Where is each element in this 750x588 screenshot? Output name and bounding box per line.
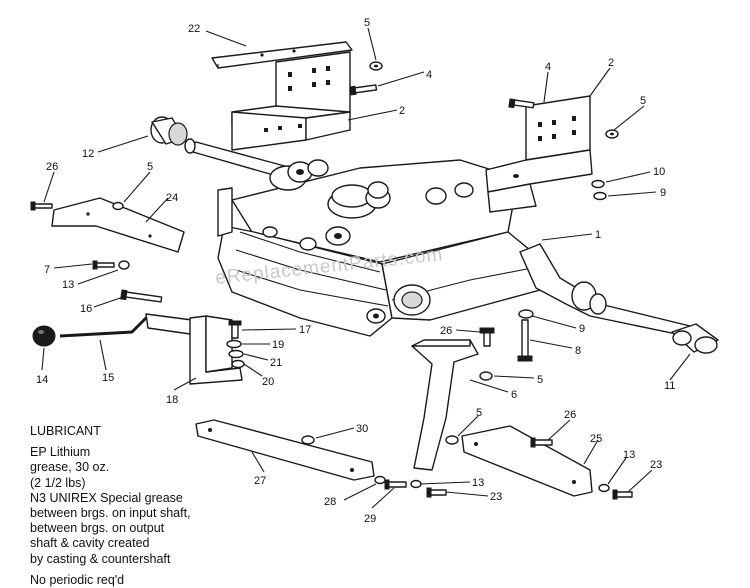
part-12-input-shaft xyxy=(150,116,293,179)
notes-line: No periodic req'd xyxy=(30,572,125,587)
callout-5: 5 xyxy=(537,374,543,386)
callout-23: 23 xyxy=(650,459,662,471)
part-6-bracket xyxy=(411,339,479,471)
callout-14: 14 xyxy=(36,374,48,386)
leader-lines xyxy=(41,27,691,509)
part-24-plate xyxy=(51,197,185,253)
part-22-top-plate xyxy=(211,41,353,69)
callout-23: 23 xyxy=(490,491,502,503)
input-gear-assembly xyxy=(269,159,329,191)
callout-5: 5 xyxy=(640,95,646,107)
callout-30: 30 xyxy=(356,423,368,435)
nut-5-lower-right xyxy=(445,435,459,445)
callout-4: 4 xyxy=(545,61,551,73)
nut-13-right xyxy=(598,483,610,493)
part-11-sleeve xyxy=(671,323,719,354)
callout-20: 20 xyxy=(262,376,274,388)
nut-13-bottom xyxy=(410,479,422,489)
nut-13-left xyxy=(118,260,130,270)
notes-line: (2 1/2 lbs) xyxy=(30,475,86,490)
notes-line: between brgs. on input shaft, xyxy=(30,506,191,521)
notes-line: EP Lithium xyxy=(30,445,91,460)
bolt-8 xyxy=(517,319,533,362)
callout-4: 4 xyxy=(426,69,432,81)
part-1-transaxle-housing xyxy=(217,159,541,337)
callout-numbers: 22 5 4 2 12 26 5 24 7 13 16 14 15 18 17 … xyxy=(36,17,675,525)
callout-28: 28 xyxy=(324,496,336,508)
nut-28 xyxy=(374,475,386,485)
nut-20 xyxy=(231,359,245,369)
callout-7: 7 xyxy=(44,264,50,276)
part-14-knob xyxy=(32,325,56,347)
callout-13: 13 xyxy=(623,449,635,461)
callout-19: 19 xyxy=(272,339,284,351)
callout-15: 15 xyxy=(102,372,114,384)
output-shaft-right xyxy=(519,243,691,337)
nut-30 xyxy=(301,435,315,445)
callout-13: 13 xyxy=(62,279,74,291)
washer-19 xyxy=(226,339,242,349)
callout-5: 5 xyxy=(476,407,482,419)
callout-26: 26 xyxy=(564,409,576,421)
callout-24: 24 xyxy=(166,192,178,204)
washer-21 xyxy=(228,349,244,359)
callout-27: 27 xyxy=(254,475,266,487)
part-18-bracket xyxy=(189,315,243,385)
callout-8: 8 xyxy=(575,345,581,357)
bolt-7 xyxy=(92,260,115,270)
nut-5-left-mid xyxy=(112,201,124,211)
notes-line: N3 UNIREX Special grease xyxy=(30,490,183,505)
part-15-shift-lever xyxy=(59,313,193,338)
bolt-26-mid xyxy=(479,327,495,347)
callout-9: 9 xyxy=(660,187,666,199)
notes-line: by casting & countershaft xyxy=(30,551,171,566)
bolt-23-right xyxy=(612,489,633,500)
notes-line: grease, 30 oz. xyxy=(30,460,110,475)
bolt-4-left xyxy=(349,84,378,96)
part-2-left-bracket xyxy=(231,51,351,151)
washer-9-top xyxy=(593,191,607,201)
callout-26: 26 xyxy=(440,325,452,337)
callout-2: 2 xyxy=(608,57,614,69)
callout-12: 12 xyxy=(82,148,94,160)
callout-6: 6 xyxy=(511,389,517,401)
callout-5: 5 xyxy=(147,161,153,173)
callout-1: 1 xyxy=(595,229,601,241)
callout-5: 5 xyxy=(364,17,370,29)
part-27-strap xyxy=(195,419,375,481)
bolt-16 xyxy=(120,289,163,303)
bolt-26-left xyxy=(30,201,53,211)
notes-line: shaft & cavity created xyxy=(30,536,150,551)
bolt-29 xyxy=(384,479,407,490)
callout-13: 13 xyxy=(472,477,484,489)
part-25-plate xyxy=(461,425,593,497)
bolt-23-bottom xyxy=(426,487,447,498)
lubricant-notes: LUBRICANT EP Lithium grease, 30 oz. (2 1… xyxy=(30,424,290,588)
notes-line: between brgs. on output xyxy=(30,521,165,536)
callout-26: 26 xyxy=(46,161,58,173)
nut-5-mid xyxy=(479,371,493,381)
notes-title: LUBRICANT xyxy=(30,424,101,438)
callout-16: 16 xyxy=(80,303,92,315)
nut-5-right-top xyxy=(605,129,619,139)
callout-2: 2 xyxy=(399,105,405,117)
callout-29: 29 xyxy=(364,513,376,525)
bolt-4-right xyxy=(508,98,535,109)
callout-25: 25 xyxy=(590,433,602,445)
bolt-26-right xyxy=(530,437,553,448)
nut-5-left-top xyxy=(369,61,383,71)
callout-9: 9 xyxy=(579,323,585,335)
callout-21: 21 xyxy=(270,357,282,369)
callout-17: 17 xyxy=(299,324,311,336)
callout-18: 18 xyxy=(166,394,178,406)
washer-10 xyxy=(591,179,605,189)
callout-11: 11 xyxy=(664,380,675,392)
callout-10: 10 xyxy=(653,166,665,178)
bolt-17 xyxy=(228,320,242,339)
callout-22: 22 xyxy=(188,23,200,35)
washer-9-bottom xyxy=(518,309,534,319)
part-2-right-bracket xyxy=(485,95,593,213)
